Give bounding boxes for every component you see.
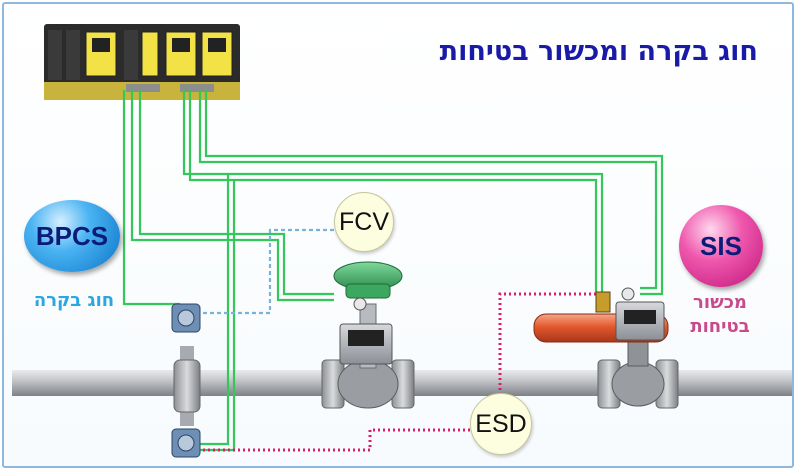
- sis-caption-line1: מכשור: [693, 292, 747, 313]
- sis-badge: SIS: [679, 205, 763, 287]
- fcv-signal-line: [196, 228, 336, 315]
- esd-signal-line: [198, 292, 602, 452]
- diagram-title: חוג בקרה ומכשור בטיחות: [439, 36, 758, 67]
- fcv-bubble: FCV: [334, 192, 394, 252]
- esd-bubble: ESD: [470, 393, 532, 455]
- sis-caption: מכשור בטיחות: [659, 291, 781, 339]
- sis-caption-line2: בטיחות: [690, 316, 750, 337]
- diagram-canvas: [12, 24, 792, 458]
- sis-shutoff-valve: [533, 287, 679, 409]
- controller-rack: [44, 24, 240, 100]
- bpcs-caption: חוג בקרה: [33, 290, 115, 311]
- bpcs-badge: BPCS: [24, 200, 120, 272]
- fcv-control-valve: [321, 261, 415, 409]
- flow-meter: [171, 303, 201, 458]
